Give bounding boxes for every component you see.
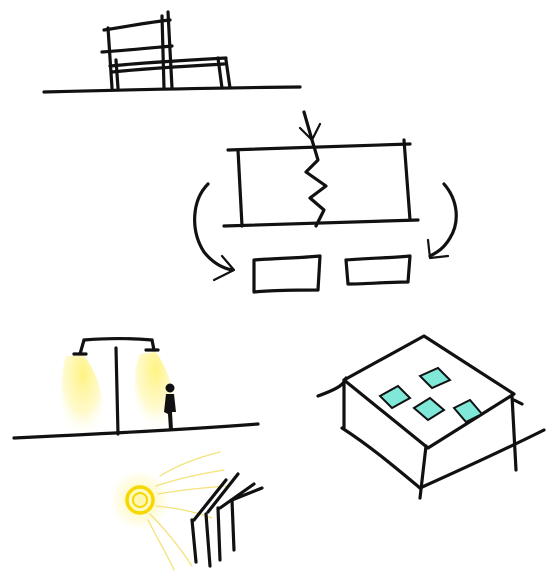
ground-line (14, 424, 258, 438)
skylight-1 (380, 386, 410, 408)
skylight-4 (454, 400, 482, 422)
skylight-3 (414, 398, 444, 420)
box-top (228, 144, 410, 150)
fin-4 (232, 500, 234, 550)
fin-2 (206, 514, 210, 566)
frame-structure-sketch (44, 12, 300, 92)
small-box-left (254, 256, 320, 292)
roof-skylights-sketch (318, 336, 544, 498)
zigzag-split (306, 140, 326, 226)
roof-outline (344, 336, 514, 448)
fin-3 (218, 508, 220, 560)
skylight-2 (420, 368, 450, 388)
split-volume-sketch (195, 112, 457, 292)
small-box-right (346, 256, 410, 284)
curved-arrow-right (430, 184, 456, 256)
sun-fins-sketch (110, 452, 262, 570)
fin-1 (192, 520, 196, 562)
street-lamp-sketch (14, 339, 258, 448)
